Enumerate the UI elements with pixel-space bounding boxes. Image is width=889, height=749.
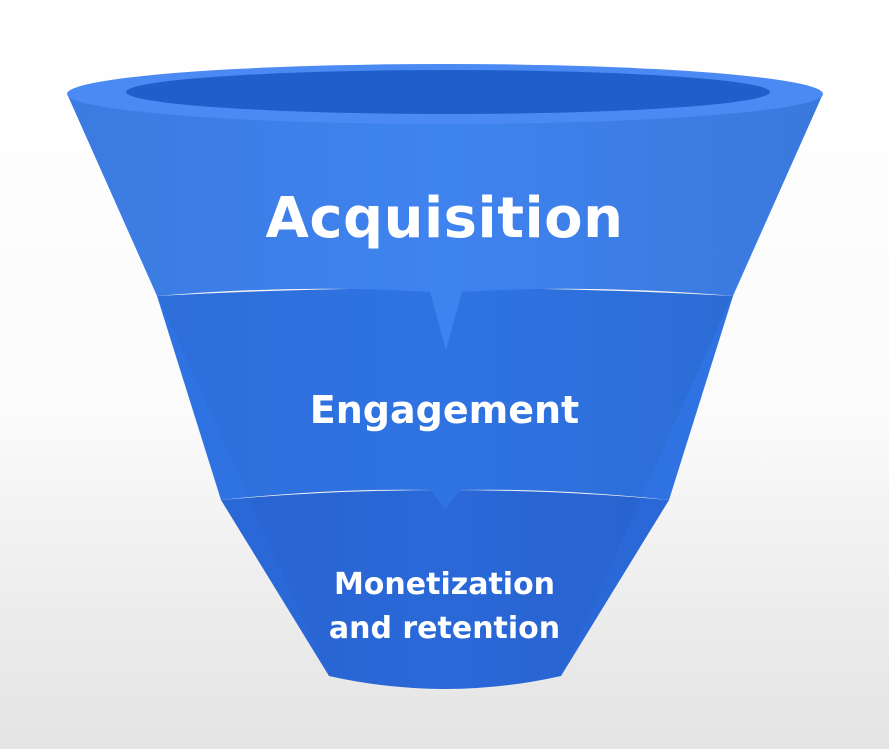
funnel-shading — [68, 96, 822, 689]
funnel-rim-inner — [126, 70, 770, 114]
stage-label-acquisition: Acquisition — [265, 186, 624, 251]
stage-label-monetization-retention: Monetization and retention — [328, 567, 561, 646]
stage-label-engagement: Engagement — [309, 388, 580, 432]
